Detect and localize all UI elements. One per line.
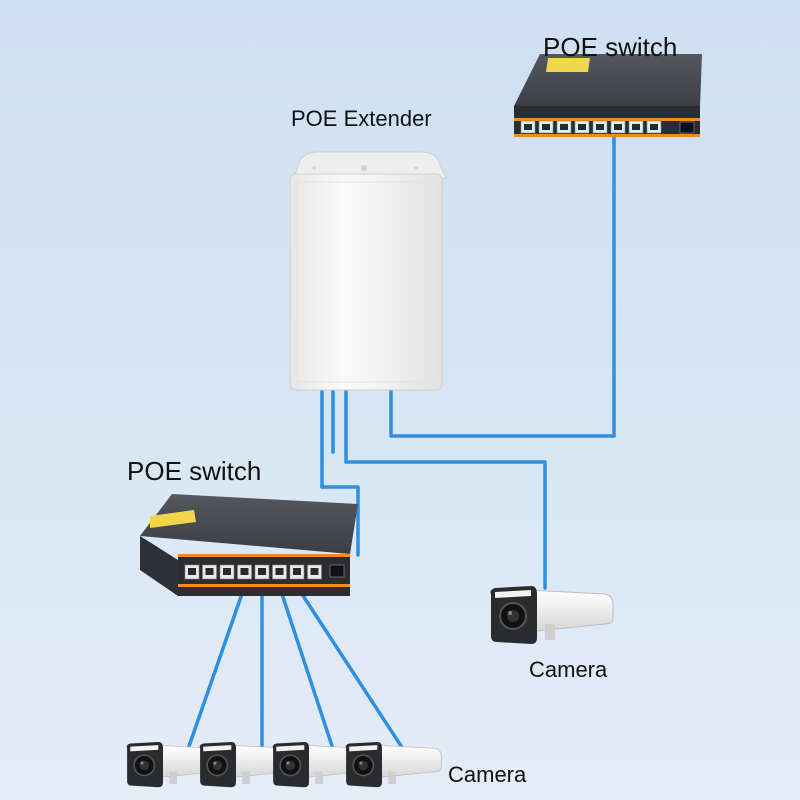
- ethernet-port: [254, 564, 270, 580]
- ethernet-port: [289, 564, 305, 580]
- label-camera-right: Camera: [529, 657, 608, 682]
- cable-extender-to-camera-right: [344, 386, 547, 590]
- ethernet-port: [592, 120, 608, 134]
- ethernet-port: [219, 564, 235, 580]
- ethernet-port: [628, 120, 644, 134]
- poe-switch-top: [514, 54, 702, 137]
- cables: [185, 136, 616, 754]
- cable-switch-to-camera-4: [296, 586, 407, 754]
- label-poe-switch-bottom: POE switch: [127, 456, 262, 486]
- ethernet-port: [520, 120, 536, 134]
- ethernet-port: [202, 564, 217, 580]
- ethernet-port: [646, 120, 662, 134]
- cable-switch-to-camera-1: [185, 586, 246, 754]
- ethernet-port: [184, 564, 200, 580]
- ethernet-port: [556, 120, 572, 134]
- cameras-bottom: [126, 742, 442, 788]
- label-poe-extender: POE Extender: [291, 106, 432, 131]
- ethernet-port: [538, 120, 554, 134]
- poe-extender: [289, 151, 447, 391]
- poe-switch-bottom: [140, 494, 358, 596]
- ethernet-port: [574, 120, 590, 134]
- cable-top-switch-to-extender: [389, 136, 616, 438]
- ethernet-port: [272, 564, 287, 580]
- camera-4: [345, 742, 442, 788]
- label-camera-bottom: Camera: [448, 762, 527, 787]
- ethernet-port: [610, 120, 626, 134]
- cable-extender-to-bottom-switch: [320, 485, 360, 557]
- cable-switch-to-camera-3: [278, 586, 336, 754]
- camera-right: [490, 586, 614, 644]
- label-poe-switch-top: POE switch: [543, 32, 678, 62]
- ethernet-port: [307, 564, 322, 580]
- ethernet-port: [237, 564, 252, 580]
